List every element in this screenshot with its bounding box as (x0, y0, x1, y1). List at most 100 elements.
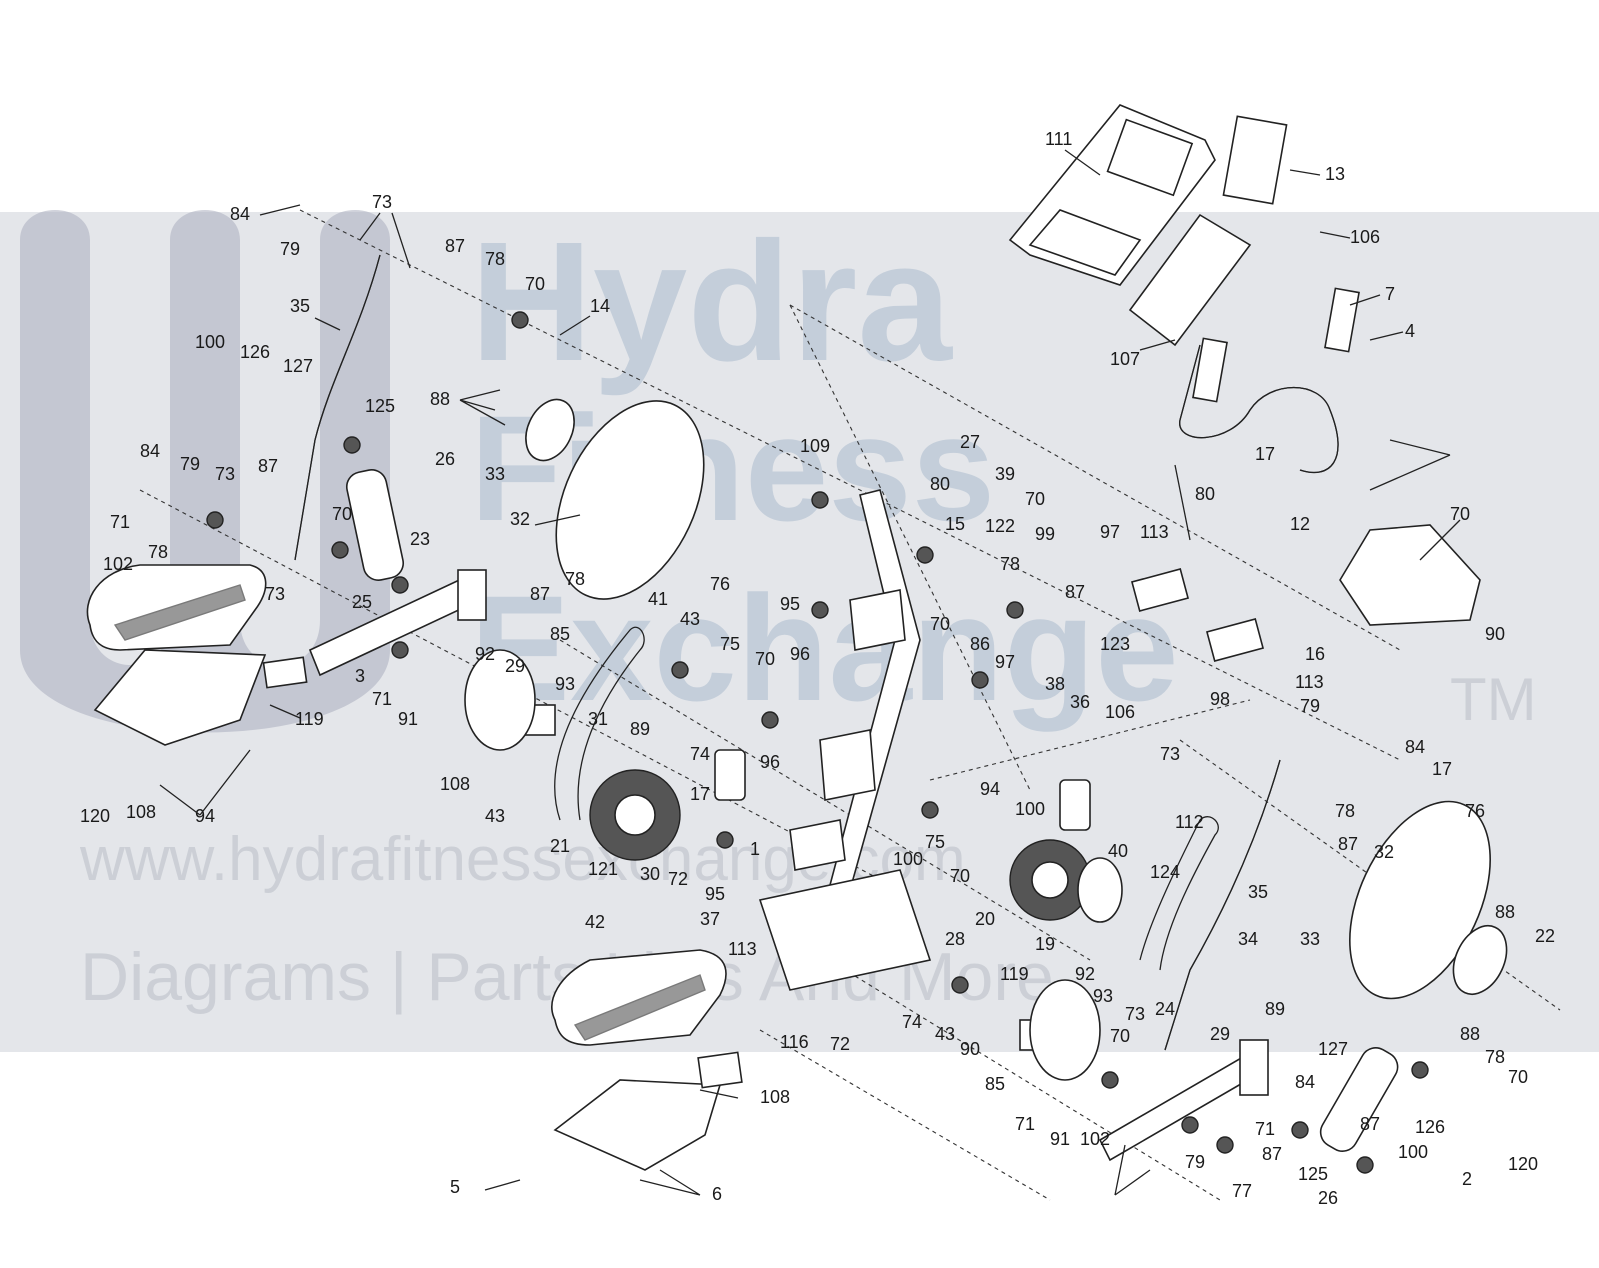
label: 122 (985, 516, 1015, 536)
watermark-trademark: TM (1450, 666, 1537, 733)
label: 15 (945, 514, 965, 534)
label: 121 (588, 859, 618, 879)
label: 71 (1015, 1114, 1035, 1134)
label: 40 (1108, 841, 1128, 861)
label: 70 (332, 504, 352, 524)
label: 2 (1462, 1169, 1472, 1189)
label: 116 (780, 1032, 809, 1052)
label: 37 (700, 909, 720, 929)
left-crank-link (345, 469, 405, 581)
label: 73 (215, 464, 235, 484)
label: 78 (1335, 801, 1355, 821)
label: 84 (140, 441, 160, 461)
label: 127 (1318, 1039, 1348, 1059)
label: 38 (1045, 674, 1065, 694)
label: 70 (950, 866, 970, 886)
bracket-17-right (1059, 779, 1091, 831)
label: 70 (755, 649, 775, 669)
label: 79 (1185, 1152, 1205, 1172)
label: 112 (1175, 812, 1204, 832)
label: 17 (690, 784, 710, 804)
label: 92 (475, 644, 495, 664)
right-crank-link (1319, 1047, 1399, 1152)
label: 30 (640, 864, 660, 884)
label: 106 (1105, 702, 1135, 722)
label: 70 (1110, 1026, 1130, 1046)
label: 70 (1450, 504, 1470, 524)
left-flywheel-disc (555, 400, 705, 600)
label: 1 (750, 839, 760, 859)
label: 16 (1305, 644, 1325, 664)
part-16-block (1205, 618, 1265, 662)
label: 85 (550, 624, 570, 644)
label: 102 (1080, 1129, 1110, 1149)
label: 99 (1035, 524, 1055, 544)
label: 22 (1535, 926, 1555, 946)
label: 88 (430, 389, 450, 409)
label: 43 (485, 806, 505, 826)
label: 84 (1405, 737, 1425, 757)
label: 43 (935, 1024, 955, 1044)
label: 87 (258, 456, 278, 476)
label: 20 (975, 909, 995, 929)
label: 72 (830, 1034, 850, 1054)
label: 85 (985, 1074, 1005, 1094)
left-pedal (86, 564, 308, 746)
hardware-bearings (206, 311, 1429, 1174)
label: 6 (712, 1184, 722, 1204)
label: 41 (648, 589, 668, 609)
label: 4 (1405, 321, 1415, 341)
label: 28 (945, 929, 965, 949)
spring-122 (1174, 464, 1191, 541)
left-belt (554, 626, 645, 821)
label: 98 (1210, 689, 1230, 709)
label: 36 (1070, 692, 1090, 712)
label: 87 (445, 236, 465, 256)
label: 72 (668, 869, 688, 889)
label: 113 (728, 939, 757, 959)
label: 100 (1015, 799, 1045, 819)
label: 93 (1093, 986, 1113, 1006)
label: 95 (705, 884, 725, 904)
label: 106 (1350, 227, 1380, 247)
label: 80 (930, 474, 950, 494)
plate-19 (1077, 857, 1123, 923)
label: 97 (1100, 522, 1120, 542)
label: 90 (960, 1039, 980, 1059)
label: 119 (295, 709, 324, 729)
label: 32 (1374, 842, 1394, 862)
bracket-17-left (714, 749, 746, 801)
label: 97 (995, 652, 1015, 672)
label: 17 (1432, 759, 1452, 779)
handlebar-assembly (1179, 287, 1360, 474)
label: 78 (1000, 554, 1020, 574)
label: 71 (110, 512, 130, 532)
label: 91 (398, 709, 418, 729)
label: 77 (1232, 1181, 1252, 1201)
label: 127 (283, 356, 313, 376)
right-belt (1139, 816, 1219, 971)
label: 125 (365, 396, 395, 416)
label: 32 (510, 509, 530, 529)
console-assembly (1008, 104, 1288, 347)
label: 74 (902, 1012, 922, 1032)
label: 71 (1255, 1119, 1275, 1139)
label: 84 (1295, 1072, 1315, 1092)
label: 78 (565, 569, 585, 589)
label: 88 (1460, 1024, 1480, 1044)
label: 126 (240, 342, 270, 362)
label: 42 (585, 912, 605, 932)
right-flywheel-hub (1452, 925, 1508, 995)
label: 113 (1295, 672, 1324, 692)
label: 124 (1150, 862, 1180, 882)
watermark-brand-1: Hydra (470, 207, 953, 397)
leader-lines (159, 149, 1461, 1196)
assembly-guide-lines (139, 209, 1561, 1201)
label: 111 (1045, 129, 1072, 149)
label: 26 (435, 449, 455, 469)
label: 96 (760, 752, 780, 772)
guard-12 (1339, 524, 1481, 626)
label: 89 (1265, 999, 1285, 1019)
label: 34 (1238, 929, 1258, 949)
